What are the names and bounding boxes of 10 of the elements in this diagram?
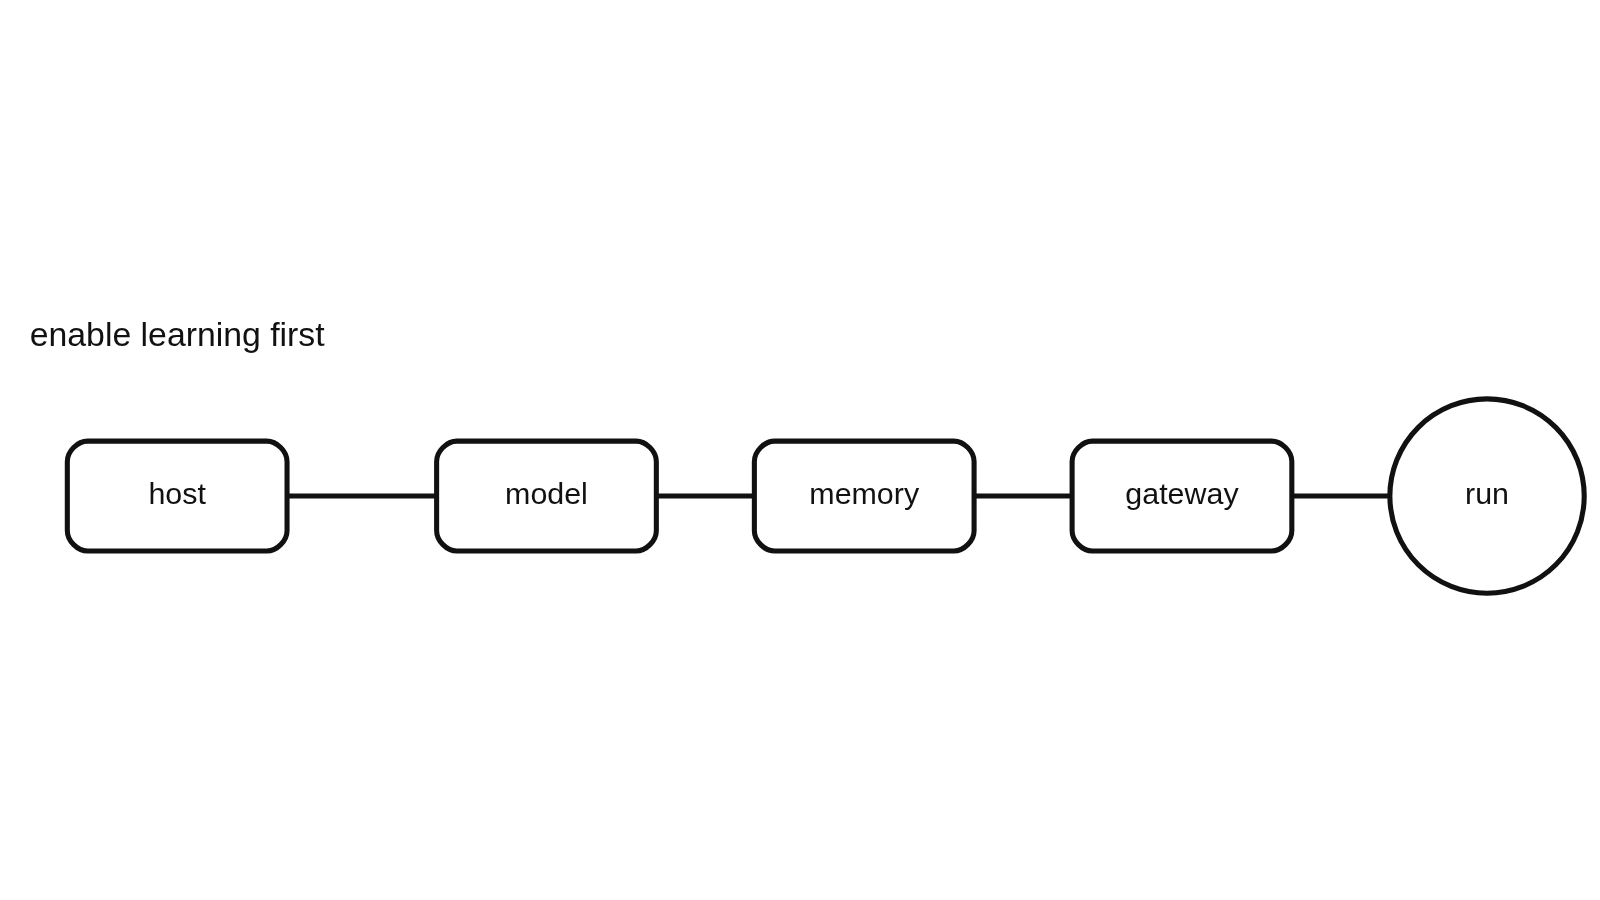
connector (656, 493, 755, 499)
node-circle: run (1387, 396, 1587, 596)
connector (287, 493, 437, 499)
node-box: model (434, 438, 659, 554)
label: enable learning first (29, 314, 325, 353)
connector (974, 493, 1072, 499)
node-box: memory (751, 438, 977, 554)
node-box: host (64, 438, 290, 554)
connector (1292, 493, 1390, 499)
node-box: gateway (1069, 438, 1295, 554)
